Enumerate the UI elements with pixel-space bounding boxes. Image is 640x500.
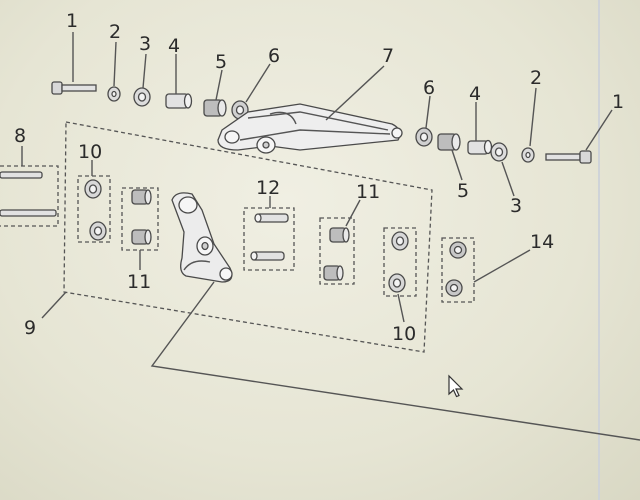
washer-small-right — [521, 147, 535, 163]
assembly-guide-line — [150, 281, 640, 441]
mouse-cursor-icon — [448, 374, 464, 398]
bearing-pair-right — [383, 227, 417, 297]
leader-lines — [21, 32, 613, 323]
callout-2-left: 2 — [109, 21, 121, 43]
callout-3-right: 3 — [510, 195, 522, 217]
washer-large-left — [133, 87, 151, 107]
bearing-pair-outer — [441, 237, 475, 303]
spacer-right — [467, 139, 493, 155]
callout-3-left: 3 — [139, 33, 151, 55]
callout-8: 8 — [14, 125, 26, 147]
callout-4-left: 4 — [168, 35, 180, 57]
callout-7: 7 — [382, 45, 394, 67]
callout-10-left: 10 — [78, 141, 102, 163]
callout-1-left: 1 — [66, 10, 78, 32]
callout-6-left: 6 — [268, 45, 280, 67]
linkage-plate — [171, 192, 233, 283]
callout-4-right: 4 — [469, 83, 481, 105]
callout-6-right: 6 — [423, 77, 435, 99]
bolt-right — [545, 150, 592, 164]
bushing-left — [203, 99, 227, 117]
rocker-arm — [217, 103, 403, 154]
callout-11-right: 11 — [356, 181, 380, 203]
bushing-pair-left — [121, 187, 159, 251]
callout-2-right: 2 — [530, 67, 542, 89]
seal-right — [415, 127, 433, 147]
bushing-pair-right — [319, 217, 355, 285]
bearing-pair-left — [77, 175, 111, 243]
callout-11-left: 11 — [127, 271, 151, 293]
bushing-right — [437, 133, 461, 151]
callout-10-right: 10 — [392, 323, 416, 345]
assembly-kit-outline — [63, 121, 433, 353]
washer-large-right — [490, 142, 508, 162]
pin-pair-center — [243, 207, 295, 271]
callout-5-left: 5 — [215, 51, 227, 73]
callout-12: 12 — [256, 177, 280, 199]
callout-1-right: 1 — [612, 91, 624, 113]
pins-group — [0, 165, 59, 227]
washer-small-left — [107, 86, 121, 102]
callout-9: 9 — [24, 317, 36, 339]
spacer-left — [165, 93, 193, 109]
callout-5-right: 5 — [457, 180, 469, 202]
window-grid-line — [598, 0, 600, 500]
bolt-left — [51, 81, 97, 95]
callout-14: 14 — [530, 231, 554, 253]
